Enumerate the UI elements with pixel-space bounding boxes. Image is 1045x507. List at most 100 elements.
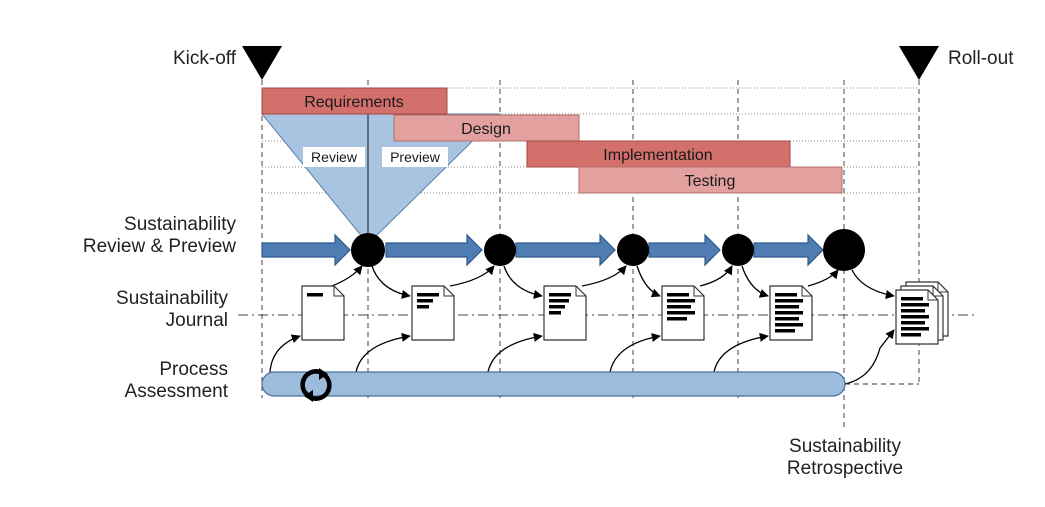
flow-connector (713, 332, 769, 373)
document-fold (443, 286, 454, 297)
review-preview-row-label-line2: Review & Preview (82, 235, 236, 257)
assessment-row-label-line2: Assessment (124, 380, 228, 402)
flow-connector (331, 265, 363, 287)
document-line (417, 299, 433, 303)
document-fold (927, 290, 938, 301)
review-preview-arrow (753, 233, 824, 267)
review-node-final (823, 229, 865, 271)
flow-connector (844, 329, 895, 385)
flow-connector (581, 265, 627, 287)
document-line (901, 315, 929, 319)
retrospective-label-line1: Sustainability (789, 436, 901, 457)
document-fold (801, 286, 812, 297)
document-line (667, 311, 695, 315)
flow-connector (503, 265, 543, 299)
process-assessment-bar (261, 371, 846, 397)
journal-row-label-line2: Journal (165, 309, 228, 331)
document-fold (575, 286, 586, 297)
phase-label-implementation: Implementation (603, 147, 712, 164)
review-node-3 (617, 234, 649, 266)
review-node-1 (351, 233, 385, 267)
document-line (775, 329, 795, 333)
review-node-4 (722, 234, 754, 266)
flow-connector (741, 265, 769, 298)
review-node-2 (484, 234, 516, 266)
document-fold (693, 286, 704, 297)
review-preview-arrow (385, 233, 483, 267)
review-preview-arrow (648, 233, 721, 267)
document-line (549, 293, 571, 297)
retrospective-label-line2: Retrospective (786, 457, 904, 479)
kickoff-triangle-icon (242, 46, 282, 80)
flow-connector (851, 269, 895, 299)
flow-connector (487, 332, 543, 373)
phase-bars: Requirements Design Implementation Testi… (261, 87, 843, 194)
review-preview-row-label: Sustainability Review & Preview (30, 214, 236, 258)
journal-row-label: Sustainability Journal (30, 288, 228, 332)
document-line (901, 297, 923, 301)
document-line (667, 299, 695, 303)
document-line (549, 299, 569, 303)
document-page (301, 285, 345, 341)
document-icon (301, 285, 345, 341)
assessment-row-label: Process Assessment (30, 359, 228, 403)
document-line (417, 305, 429, 309)
review-nodes (351, 229, 865, 271)
review-label-box (303, 147, 365, 167)
document-line (667, 305, 691, 309)
document-line (549, 311, 561, 315)
document-line (901, 333, 921, 337)
assessment-row-label-line1: Process (159, 359, 228, 380)
review-label: Review (311, 149, 358, 165)
flow-connector (355, 332, 411, 373)
preview-label-box (382, 147, 448, 167)
review-preview-arrows (261, 233, 824, 267)
phase-bar-requirements (261, 87, 448, 115)
flow-connector (371, 265, 411, 299)
phase-bar-design (393, 114, 580, 142)
flow-connector (609, 332, 661, 373)
review-preview-row-label-line1: Sustainability (124, 214, 236, 235)
flow-connectors (269, 265, 895, 385)
flow-connector (269, 334, 301, 373)
document-line (775, 323, 803, 327)
document-line (901, 321, 925, 325)
preview-label: Preview (390, 149, 441, 165)
phase-label-requirements: Requirements (304, 94, 404, 111)
journal-documents (301, 281, 949, 345)
document-icon (411, 285, 455, 341)
journal-row-label-line1: Sustainability (116, 288, 228, 309)
document-icon (543, 285, 587, 341)
document-line (775, 293, 797, 297)
document-line (775, 311, 803, 315)
document-fold (333, 286, 344, 297)
document-line (667, 317, 687, 321)
phase-label-design: Design (461, 121, 511, 138)
flow-connector (807, 269, 839, 287)
document-icon (661, 285, 705, 341)
rollout-label: Roll-out (948, 48, 1014, 69)
document-line (549, 305, 565, 309)
review-preview-arrow (261, 233, 351, 267)
refresh-cycle-icon (300, 368, 332, 402)
document-line (417, 293, 439, 297)
flow-connector (449, 265, 495, 287)
phase-label-testing: Testing (685, 173, 736, 190)
document-line (667, 293, 689, 297)
document-icon (769, 285, 813, 341)
document-icon (895, 289, 939, 345)
phase-bar-testing (578, 166, 843, 194)
document-line (307, 293, 323, 297)
review-preview-arrow (515, 233, 616, 267)
document-line (775, 305, 799, 309)
document-line (901, 327, 929, 331)
document-line (775, 317, 799, 321)
rollout-triangle-icon (899, 46, 939, 80)
flow-connector (636, 265, 661, 298)
kickoff-label: Kick-off (172, 48, 236, 69)
retrospective-label: Sustainability Retrospective (760, 436, 930, 480)
document-line (775, 299, 803, 303)
document-line (901, 303, 929, 307)
phase-bar-implementation (526, 140, 791, 168)
